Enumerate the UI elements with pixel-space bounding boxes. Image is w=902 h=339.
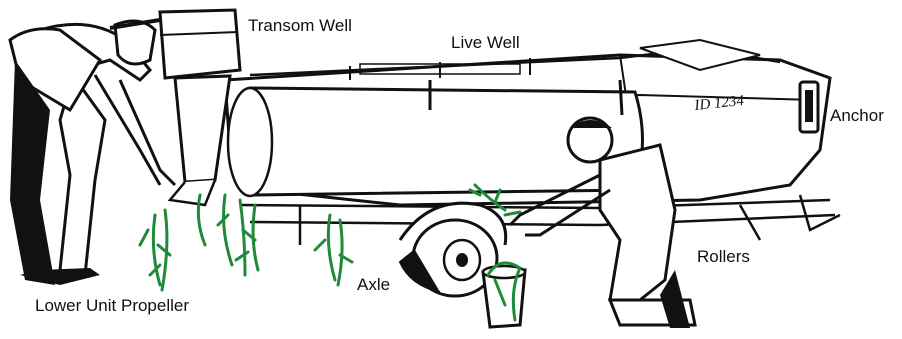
man-bending-figure — [10, 20, 175, 285]
anchor-graphic — [800, 82, 818, 132]
label-transom-well: Transom Well — [248, 17, 352, 34]
label-anchor: Anchor — [830, 107, 884, 124]
label-rollers: Rollers — [697, 248, 750, 265]
label-lower-unit-propeller: Lower Unit Propeller — [35, 297, 189, 314]
label-live-well: Live Well — [451, 34, 520, 51]
label-axle: Axle — [357, 276, 390, 293]
